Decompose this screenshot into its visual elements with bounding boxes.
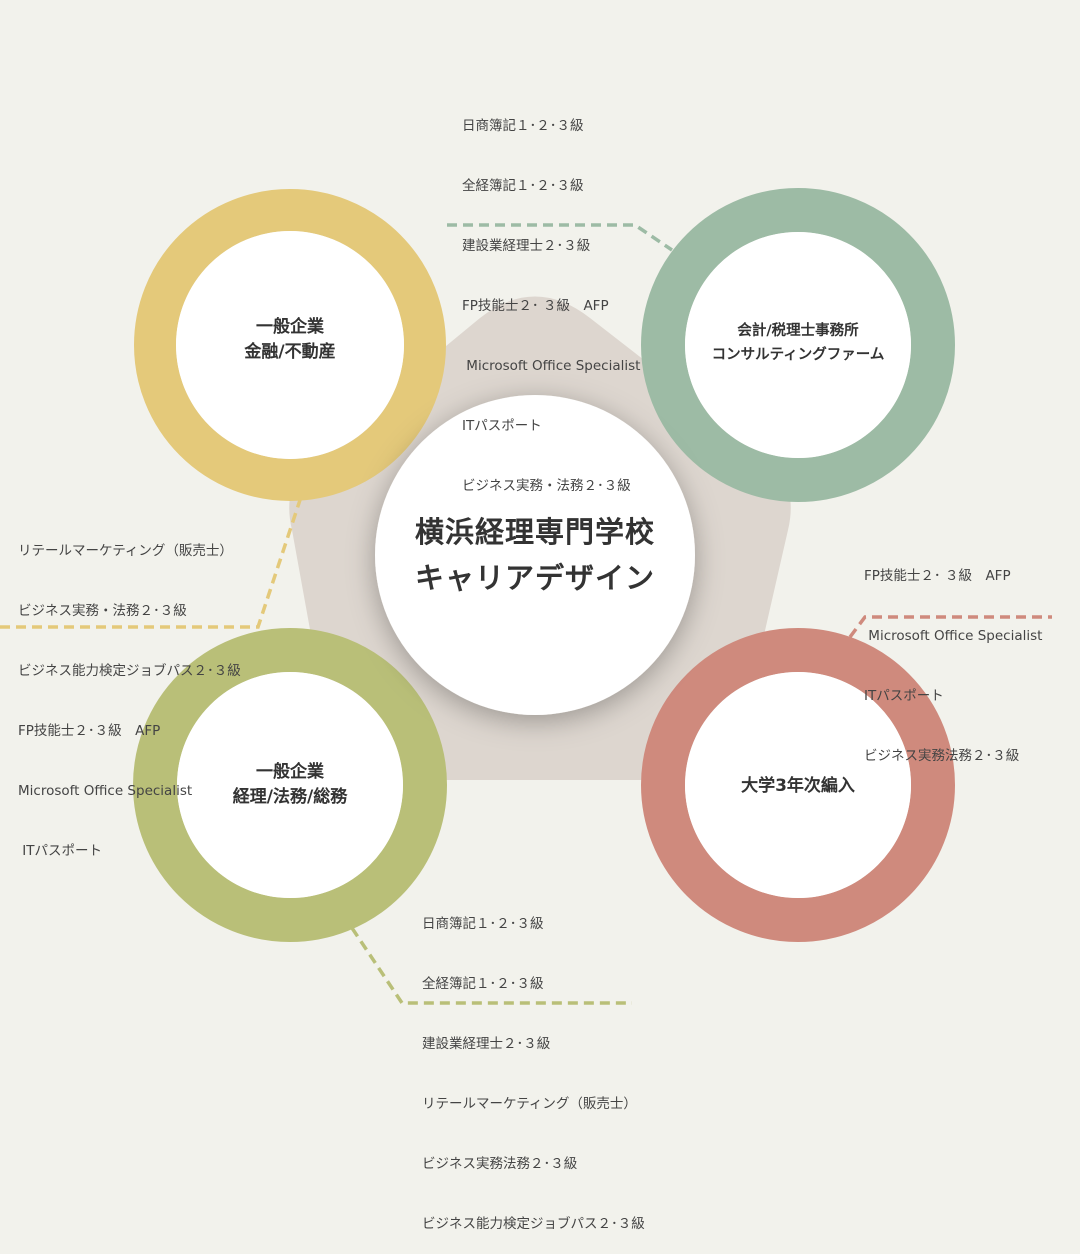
list-item: ビジネス能力検定ジョブパス２･３級	[422, 1216, 645, 1232]
qualifications-bottom-right: FP技能士２･ ３級 AFP Microsoft Office Speciali…	[864, 526, 1042, 786]
list-item: 建設業経理士２･３級	[462, 238, 591, 254]
list-item: ビジネス実務・法務２･３級	[462, 478, 631, 494]
node-label: 経理/法務/総務	[232, 787, 348, 807]
list-item: FP技能士２･３級 AFP	[18, 723, 161, 739]
ring-top-left	[134, 189, 446, 501]
node-label: コンサルティングファーム	[711, 347, 885, 363]
list-item: ITパスポート	[462, 418, 542, 434]
connector-bottom-right	[848, 615, 1052, 639]
node-label: 一般企業	[256, 317, 324, 337]
list-item: Microsoft Office Specialist	[462, 358, 641, 374]
node-label: 会計/税理士事務所	[737, 323, 859, 339]
list-item: 全経簿記１･２･３級	[462, 178, 584, 194]
list-item: ビジネス実務・法務２･３級	[18, 603, 187, 619]
ring-bottom-left	[133, 628, 447, 942]
list-item: ビジネス実務法務２･３級	[864, 748, 1020, 764]
list-item: ITパスポート	[18, 843, 103, 859]
list-item: FP技能士２･ ３級 AFP	[462, 298, 609, 314]
node-label: 金融/不動産	[244, 342, 336, 362]
center-title-line1: 横浜経理専門学校	[414, 515, 655, 549]
qualifications-top-left: リテールマーケティング（販売士） ビジネス実務・法務２･３級 ビジネス能力検定ジ…	[18, 501, 241, 881]
list-item: Microsoft Office Specialist	[864, 628, 1043, 644]
node-top-left: 一般企業 金融/不動産	[190, 310, 390, 370]
list-item: ビジネス能力検定ジョブパス２･３級	[18, 663, 241, 679]
center-title-line2: キャリアデザイン	[414, 561, 655, 595]
list-item: ビジネス実務法務２･３級	[422, 1156, 578, 1172]
list-item: リテールマーケティング（販売士）	[422, 1096, 637, 1112]
list-item: 全経簿記１･２･３級	[422, 976, 544, 992]
list-item: ITパスポート	[864, 688, 944, 704]
connector-top-right	[447, 223, 673, 252]
list-item: 建設業経理士２･３級	[422, 1036, 551, 1052]
node-label: 一般企業	[256, 762, 324, 782]
node-label: 大学3年次編入	[741, 775, 855, 796]
node-bottom-right: 大学3年次編入	[698, 765, 898, 801]
connector-top-left	[0, 499, 302, 629]
list-item: リテールマーケティング（販売士）	[18, 543, 233, 559]
list-item: 日商簿記１･２･３級	[422, 916, 544, 932]
center-circle	[375, 395, 695, 715]
qualifications-bottom-left: 日商簿記１･２･３級 全経簿記１･２･３級 建設業経理士２･３級 リテールマーケ…	[422, 874, 645, 1254]
qualifications-top-right: 日商簿記１･２･３級 全経簿記１･２･３級 建設業経理士２･３級 FP技能士２･…	[462, 76, 640, 516]
list-item: FP技能士２･ ３級 AFP	[864, 568, 1011, 584]
connector-bottom-left	[350, 927, 632, 1005]
list-item: Microsoft Office Specialist	[18, 783, 193, 799]
diagram-background	[0, 188, 1052, 1005]
ring-top-right	[641, 188, 955, 502]
node-bottom-left: 一般企業 経理/法務/総務	[190, 755, 390, 815]
list-item: 日商簿記１･２･３級	[462, 118, 584, 134]
ring-bottom-right	[641, 628, 955, 942]
node-top-right: 会計/税理士事務所 コンサルティングファーム	[680, 315, 916, 371]
center-title: 横浜経理専門学校 キャリアデザイン	[375, 480, 695, 630]
